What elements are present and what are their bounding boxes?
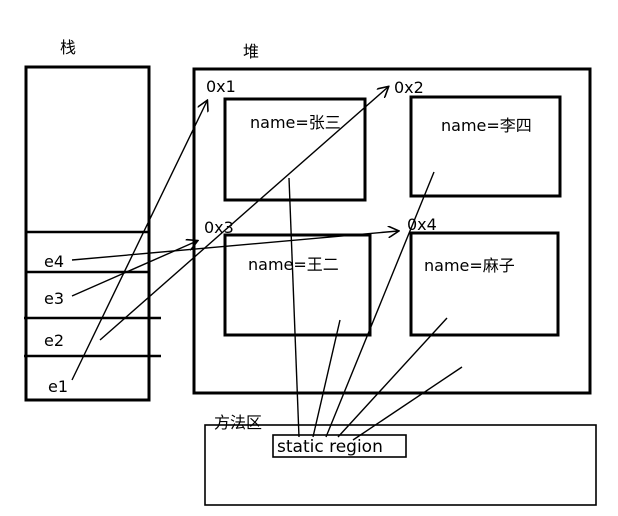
address-label-0x1: 0x1 xyxy=(206,77,236,96)
static-link-line xyxy=(312,319,341,438)
reference-arrow-e4 xyxy=(71,231,398,261)
stack-var-e2: e2 xyxy=(44,331,64,350)
object-name-wanger: name=王二 xyxy=(248,255,339,274)
address-label-0x2: 0x2 xyxy=(394,78,424,97)
object-name-lisi: name=李四 xyxy=(441,116,532,135)
heap-box xyxy=(192,67,592,395)
address-label-0x4: 0x4 xyxy=(407,215,437,234)
heap-object-0x2 xyxy=(409,95,562,198)
object-name-mazi: name=麻子 xyxy=(424,256,515,275)
static-link-line xyxy=(325,171,435,438)
static-link-line xyxy=(352,366,463,441)
reference-arrow-e1 xyxy=(71,101,207,381)
object-name-zhangsan: name=张三 xyxy=(250,113,341,132)
stack-box xyxy=(24,65,151,402)
stack-var-e4: e4 xyxy=(44,252,64,271)
stack-var-e3: e3 xyxy=(44,289,64,308)
heap-object-0x1 xyxy=(223,97,367,202)
static-link-line xyxy=(337,317,448,438)
heap-object-0x4 xyxy=(409,231,560,337)
heap-title: 堆 xyxy=(243,42,259,61)
method-area-box xyxy=(204,424,597,506)
method-area-title: 方法区 xyxy=(214,413,262,432)
static-link-line xyxy=(288,177,300,438)
stack-title: 栈 xyxy=(60,38,76,57)
static-region-label: static region xyxy=(277,437,383,457)
heap-object-0x3 xyxy=(223,233,372,337)
address-label-0x3: 0x3 xyxy=(204,218,234,237)
reference-arrow-e2 xyxy=(99,87,388,341)
stack-var-e1: e1 xyxy=(48,377,68,396)
